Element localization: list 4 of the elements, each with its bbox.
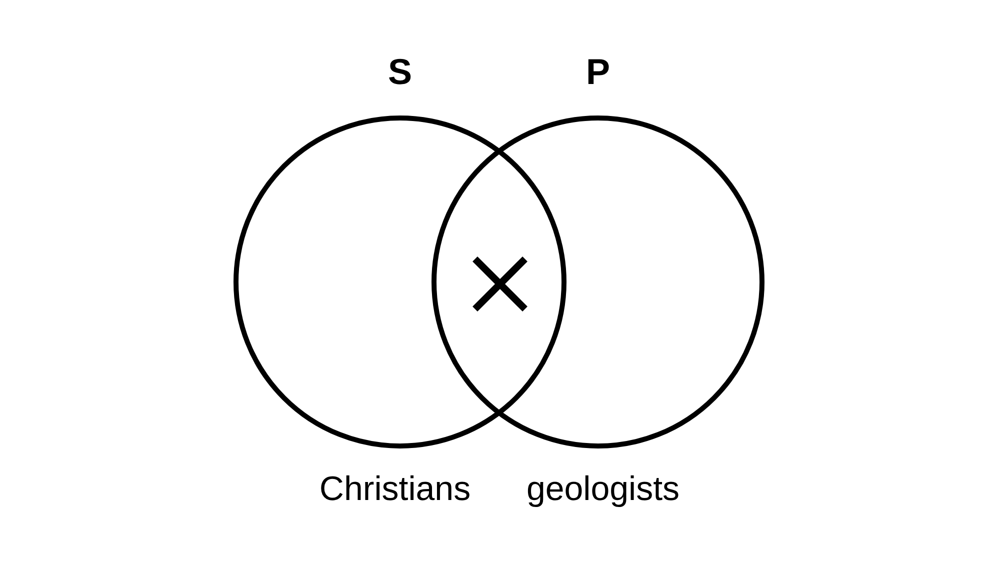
- set-letter: S: [388, 50, 412, 94]
- set-name: Christians: [319, 469, 471, 510]
- set-name: geologists: [526, 469, 680, 510]
- set-letter: P: [586, 50, 610, 94]
